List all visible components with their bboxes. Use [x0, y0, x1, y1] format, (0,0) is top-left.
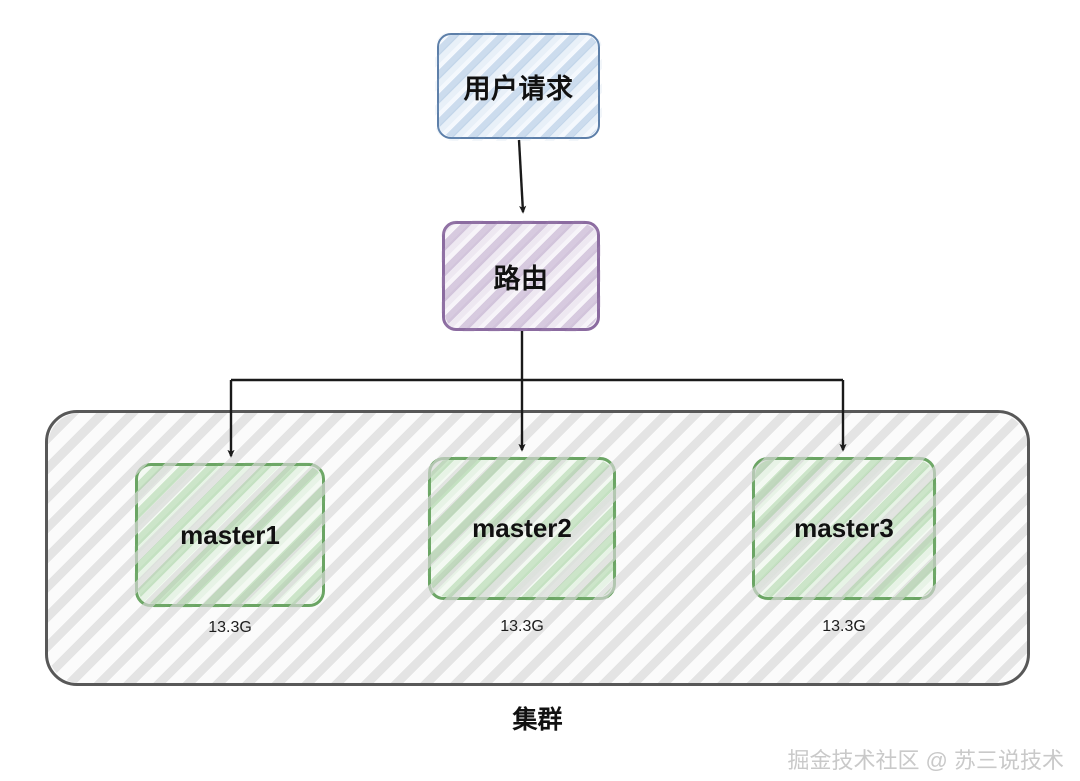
node-router-label: 路由 — [493, 263, 549, 294]
node-user-request[interactable]: 用户请求 — [435, 31, 602, 141]
watermark: 掘金技术社区 @ 苏三说技术 — [787, 748, 1064, 773]
node-user-request-label: 用户请求 — [463, 73, 574, 104]
node-master1[interactable]: master1 — [134, 462, 326, 608]
node-master3-label: master3 — [794, 513, 894, 543]
edge-request-to-router — [517, 139, 527, 214]
capacity-master2: 13.3G — [500, 618, 544, 635]
node-master1-label: master1 — [180, 519, 280, 550]
node-master2-label: master2 — [472, 513, 572, 543]
capacity-master1: 13.3G — [208, 619, 252, 636]
cluster-caption: 集群 — [512, 706, 563, 734]
node-router[interactable]: 路由 — [441, 220, 601, 332]
node-master2[interactable]: master2 — [427, 456, 617, 601]
capacity-master3: 13.3G — [822, 618, 866, 635]
node-master3[interactable]: master3 — [751, 456, 937, 601]
